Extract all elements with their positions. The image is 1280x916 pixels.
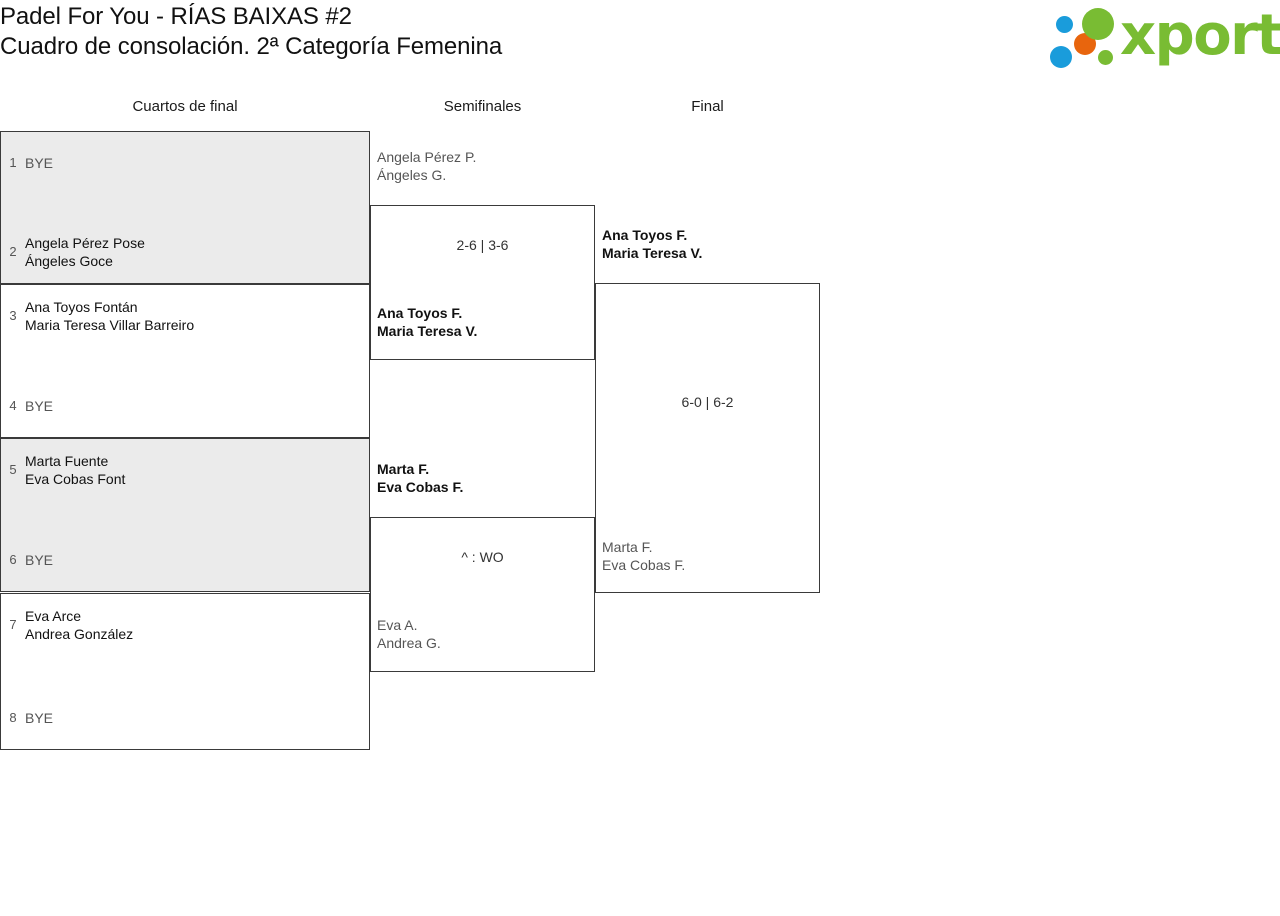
round-header-quarterfinals: Cuartos de final: [132, 98, 238, 115]
player-name-1: Eva A.: [377, 617, 418, 633]
r1-match-4[interactable]: 7 Eva Arce Andrea González 8 BYE: [0, 593, 370, 750]
final-score: 6-0 | 6-2: [681, 394, 734, 410]
player-name-2: Ángeles G.: [377, 167, 447, 183]
final-top-team: Ana Toyos F. Maria Teresa V.: [602, 226, 702, 262]
r1-match-3[interactable]: 5 Marta Fuente Eva Cobas Font 6 BYE: [0, 438, 370, 592]
r1-match-3-slot-2[interactable]: 6 BYE: [1, 529, 369, 591]
team-names: Angela Pérez Pose Ángeles Goce: [25, 234, 369, 270]
bye-label: BYE: [25, 155, 54, 171]
semifinal-1-score: 2-6 | 3-6: [456, 237, 509, 253]
player-name-2: Eva Cobas F.: [377, 479, 464, 495]
logo-wordmark: xporty: [1120, 3, 1280, 68]
semifinal-1-box[interactable]: 2-6 | 3-6: [370, 205, 595, 360]
bracket-subtitle: Cuadro de consolación. 2ª Categoría Feme…: [0, 33, 503, 60]
seed-number: 1: [9, 155, 17, 170]
r1-match-3-slot-1[interactable]: 5 Marta Fuente Eva Cobas Font: [1, 439, 369, 501]
logo-dot-green-small-icon: [1098, 50, 1113, 65]
player-name-1: Angela Pérez P.: [377, 149, 477, 165]
semifinal-2-box[interactable]: ^ : WO: [370, 517, 595, 672]
r1-match-1-slot-1[interactable]: 1 BYE: [1, 132, 369, 194]
player-name-2: Maria Teresa V.: [602, 245, 703, 261]
round-header-final: Final: [691, 98, 724, 115]
player-name-1: Eva Arce: [25, 608, 82, 624]
r1-match-2-slot-2[interactable]: 4 BYE: [1, 375, 369, 437]
player-name-1: Ana Toyos F.: [377, 305, 463, 321]
player-name-2: Andrea G.: [377, 635, 441, 651]
bye-label: BYE: [25, 398, 54, 414]
r1-match-2[interactable]: 3 Ana Toyos Fontán Maria Teresa Villar B…: [0, 284, 370, 438]
player-name-2: Maria Teresa Villar Barreiro: [25, 317, 195, 333]
player-name-1: Marta F.: [377, 461, 430, 477]
logo-dot-blue-top-icon: [1056, 16, 1073, 33]
player-name-2: Eva Cobas F.: [602, 557, 686, 573]
semifinal-2-bottom-team: Eva A. Andrea G.: [377, 616, 441, 652]
seed-number: 5: [9, 462, 17, 477]
team-names: Ana Toyos Fontán Maria Teresa Villar Bar…: [25, 298, 369, 334]
seed-number: 2: [9, 244, 17, 259]
r1-match-1-slot-2[interactable]: 2 Angela Pérez Pose Ángeles Goce: [1, 221, 369, 283]
seed-number: 6: [9, 552, 17, 567]
page-title: Padel For You - RÍAS BAIXAS #2 Cuadro de…: [0, 2, 900, 62]
page-header: Padel For You - RÍAS BAIXAS #2 Cuadro de…: [0, 0, 1280, 80]
final-bottom-team: Marta F. Eva Cobas F.: [602, 538, 685, 574]
semifinal-1-bottom-team: Ana Toyos F. Maria Teresa V.: [377, 304, 477, 340]
r1-match-2-slot-1[interactable]: 3 Ana Toyos Fontán Maria Teresa Villar B…: [1, 285, 369, 347]
semifinal-2-top-team: Marta F. Eva Cobas F.: [377, 460, 463, 496]
team-names: Eva Arce Andrea González: [25, 607, 369, 643]
final-box[interactable]: 6-0 | 6-2: [595, 283, 820, 593]
player-name-2: Maria Teresa V.: [377, 323, 478, 339]
seed-number: 3: [9, 308, 17, 323]
r1-match-1[interactable]: 1 BYE 2 Angela Pérez Pose Ángeles Goce: [0, 131, 370, 284]
seed-number: 7: [9, 617, 17, 632]
semifinal-1-top-team: Angela Pérez P. Ángeles G.: [377, 148, 476, 184]
tournament-name: Padel For You - RÍAS BAIXAS #2: [0, 3, 352, 30]
seed-number: 8: [9, 710, 17, 725]
xporty-logo[interactable]: xporty: [1048, 5, 1280, 68]
player-name-2: Ángeles Goce: [25, 253, 113, 269]
semifinal-2-score: ^ : WO: [461, 549, 504, 565]
r1-match-4-slot-2[interactable]: 8 BYE: [1, 687, 369, 749]
player-name-1: Angela Pérez Pose: [25, 235, 145, 251]
team-names: Marta Fuente Eva Cobas Font: [25, 452, 369, 488]
player-name-1: Marta F.: [602, 539, 653, 555]
round-header-semifinals: Semifinales: [443, 98, 522, 115]
player-name-1: Ana Toyos F.: [602, 227, 688, 243]
r1-match-4-slot-1[interactable]: 7 Eva Arce Andrea González: [1, 594, 369, 656]
logo-dot-blue-bottom-icon: [1050, 46, 1072, 68]
seed-number: 4: [9, 398, 17, 413]
player-name-1: Ana Toyos Fontán: [25, 299, 138, 315]
logo-dots-icon: [1048, 6, 1122, 68]
player-name-2: Eva Cobas Font: [25, 471, 126, 487]
bye-label: BYE: [25, 710, 54, 726]
logo-dot-green-large-icon: [1082, 8, 1114, 40]
player-name-1: Marta Fuente: [25, 453, 109, 469]
bye-label: BYE: [25, 552, 54, 568]
player-name-2: Andrea González: [25, 626, 134, 642]
